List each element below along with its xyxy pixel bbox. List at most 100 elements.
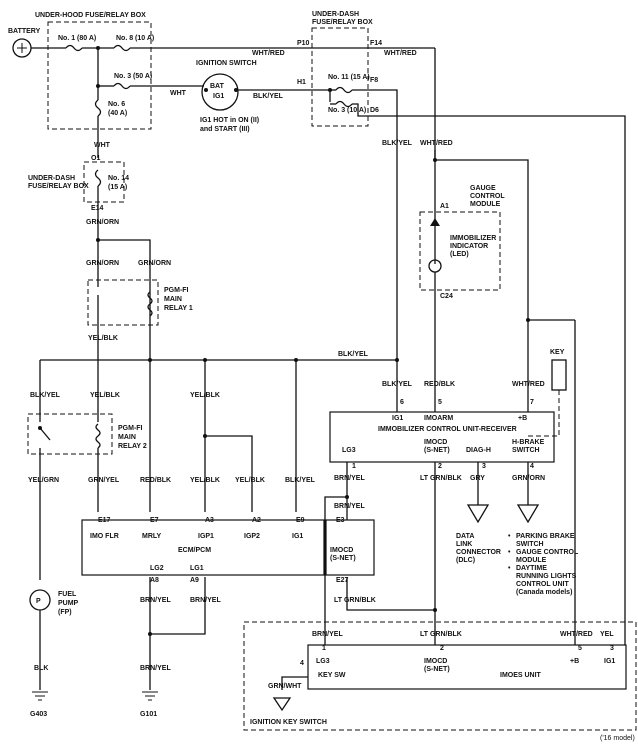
svg-text:3: 3 [610, 645, 614, 652]
svg-text:RELAY 2: RELAY 2 [118, 443, 147, 450]
fuse-no3-dash: No. 3 (10 A) [328, 100, 366, 114]
pgm-fi-main-relay-2: PGM-FI MAIN RELAY 2 [27, 413, 147, 455]
svg-text:and START (III): and START (III) [200, 126, 250, 133]
svg-text:RED/BLK: RED/BLK [424, 381, 455, 388]
svg-text:LINK: LINK [456, 541, 472, 548]
wire-label-wht: WHT [170, 90, 187, 97]
fuse-no1: No. 1 (80 A) [58, 35, 96, 52]
svg-text:IG1: IG1 [292, 533, 303, 540]
svg-text:H-BRAKE: H-BRAKE [512, 439, 545, 446]
svg-text:IGNITION SWITCH: IGNITION SWITCH [196, 60, 257, 67]
under-hood-fuse-box [47, 21, 152, 130]
svg-text:UNDER-DASH: UNDER-DASH [28, 175, 75, 182]
svg-text:3: 3 [482, 463, 486, 470]
svg-text:E17: E17 [98, 517, 111, 524]
svg-text:BLK/YEL: BLK/YEL [382, 381, 413, 388]
svg-text:YEL/BLK: YEL/BLK [235, 477, 265, 484]
svg-text:LT GRN/BLK: LT GRN/BLK [334, 597, 376, 604]
svg-text:No. 3 (10 A): No. 3 (10 A) [328, 107, 366, 114]
svg-text:(S-NET): (S-NET) [424, 447, 450, 454]
imoes-unit: 1 2 5 3 LG3 IMOCD (S-NET) +B IG1 KEY SW … [307, 644, 627, 690]
svg-text:A1: A1 [440, 203, 449, 210]
svg-text:FUSE/RELAY BOX: FUSE/RELAY BOX [28, 183, 89, 190]
svg-text:INDICATOR: INDICATOR [450, 243, 488, 250]
svg-text:YEL/BLK: YEL/BLK [190, 392, 220, 399]
svg-text:MODULE: MODULE [516, 557, 547, 564]
svg-text:IG1: IG1 [392, 415, 403, 422]
svg-text:MODULE: MODULE [470, 201, 501, 208]
svg-text:A8: A8 [150, 577, 159, 584]
svg-text:IMMOBILIZER CONTROL UNIT-RECEI: IMMOBILIZER CONTROL UNIT-RECEIVER [378, 426, 517, 433]
under-hood-box-label: UNDER-HOOD FUSE/RELAY BOX [35, 12, 146, 19]
ignition-key-switch-area [243, 621, 637, 731]
svg-text:O1: O1 [91, 155, 100, 162]
under-dash-fuse-box-left [83, 161, 125, 203]
svg-text:E14: E14 [91, 205, 104, 212]
svg-text:6: 6 [400, 399, 404, 406]
svg-text:LG2: LG2 [150, 565, 164, 572]
svg-text:BRN/YEL: BRN/YEL [334, 503, 365, 510]
svg-text:F14: F14 [370, 40, 382, 47]
svg-text:SWITCH: SWITCH [512, 447, 540, 454]
svg-text:•: • [508, 565, 511, 572]
svg-text:F8: F8 [370, 77, 378, 84]
svg-text:RED/BLK: RED/BLK [140, 477, 171, 484]
svg-text:7: 7 [530, 399, 534, 406]
svg-text:IGP2: IGP2 [244, 533, 260, 540]
svg-text:GRN/ORN: GRN/ORN [138, 260, 171, 267]
fuse-no3-hood: No. 3 (50 A) [113, 73, 152, 90]
svg-text:DATA: DATA [456, 533, 474, 540]
wire-label-wht-red-top: WHT/RED [252, 50, 285, 57]
svg-text:BLK/YEL: BLK/YEL [285, 477, 316, 484]
svg-text:IMOES UNIT: IMOES UNIT [500, 672, 542, 679]
svg-text:1: 1 [322, 645, 326, 652]
svg-text:('16 model): ('16 model) [600, 735, 635, 742]
svg-text:GRN/ORN: GRN/ORN [86, 260, 119, 267]
svg-text:5: 5 [438, 399, 442, 406]
svg-text:RELAY 1: RELAY 1 [164, 305, 193, 312]
svg-text:(40 A): (40 A) [108, 110, 127, 117]
ecm-imocd-section [325, 519, 375, 576]
svg-text:(15 A): (15 A) [108, 184, 127, 191]
svg-text:5: 5 [578, 645, 582, 652]
svg-text:+B: +B [518, 415, 527, 422]
svg-text:BRN/YEL: BRN/YEL [190, 597, 221, 604]
svg-text:KEY SW: KEY SW [318, 672, 346, 679]
svg-text:P10: P10 [297, 40, 310, 47]
fuel-pump: P FUEL PUMP (FP) [29, 589, 79, 616]
gauge-control-module: GAUGE CONTROL MODULE A1 IMMOBILIZER INDI… [419, 185, 505, 300]
wire-label-blk-yel-bus: BLK/YEL [338, 351, 369, 358]
svg-text:(DLC): (DLC) [456, 557, 475, 564]
svg-text:A9: A9 [190, 577, 199, 584]
svg-text:MRLY: MRLY [142, 533, 162, 540]
wire-label-wht-2: WHT [94, 142, 111, 149]
svg-text:LT GRN/BLK: LT GRN/BLK [420, 631, 462, 638]
svg-text:IGNITION KEY SWITCH: IGNITION KEY SWITCH [250, 719, 327, 726]
svg-text:IG1 HOT in ON (II): IG1 HOT in ON (II) [200, 117, 259, 124]
svg-text:BAT: BAT [210, 83, 225, 90]
svg-text:GRY: GRY [470, 475, 485, 482]
svg-text:IMOCD: IMOCD [330, 547, 353, 554]
svg-text:(S-NET): (S-NET) [330, 555, 356, 562]
svg-text:E9: E9 [296, 517, 305, 524]
svg-text:ECM/PCM: ECM/PCM [178, 547, 211, 554]
svg-text:No. 8 (10 A): No. 8 (10 A) [116, 35, 154, 42]
svg-text:IMOARM: IMOARM [424, 415, 453, 422]
svg-text:H1: H1 [297, 79, 306, 86]
svg-text:No. 14: No. 14 [108, 175, 129, 182]
svg-text:GRN/ORN: GRN/ORN [512, 475, 545, 482]
svg-text:CONTROL: CONTROL [470, 193, 505, 200]
svg-text:1: 1 [352, 463, 356, 470]
svg-text:LG3: LG3 [342, 447, 356, 454]
svg-text:P: P [36, 598, 41, 605]
svg-text:MAIN: MAIN [164, 296, 182, 303]
immobilizer-receiver: 6 5 7 IG1 IMOARM +B IMMOBILIZER CONTROL … [329, 399, 555, 470]
wire-label-wht-red-f14: WHT/RED [384, 50, 417, 57]
svg-text:C24: C24 [440, 293, 453, 300]
svg-text:+B: +B [570, 658, 579, 665]
svg-text:IGP1: IGP1 [198, 533, 214, 540]
svg-text:WHT/RED: WHT/RED [560, 631, 593, 638]
svg-text:SWITCH: SWITCH [516, 541, 544, 548]
battery: BATTERY [8, 28, 41, 58]
svg-text:GAUGE: GAUGE [470, 185, 496, 192]
